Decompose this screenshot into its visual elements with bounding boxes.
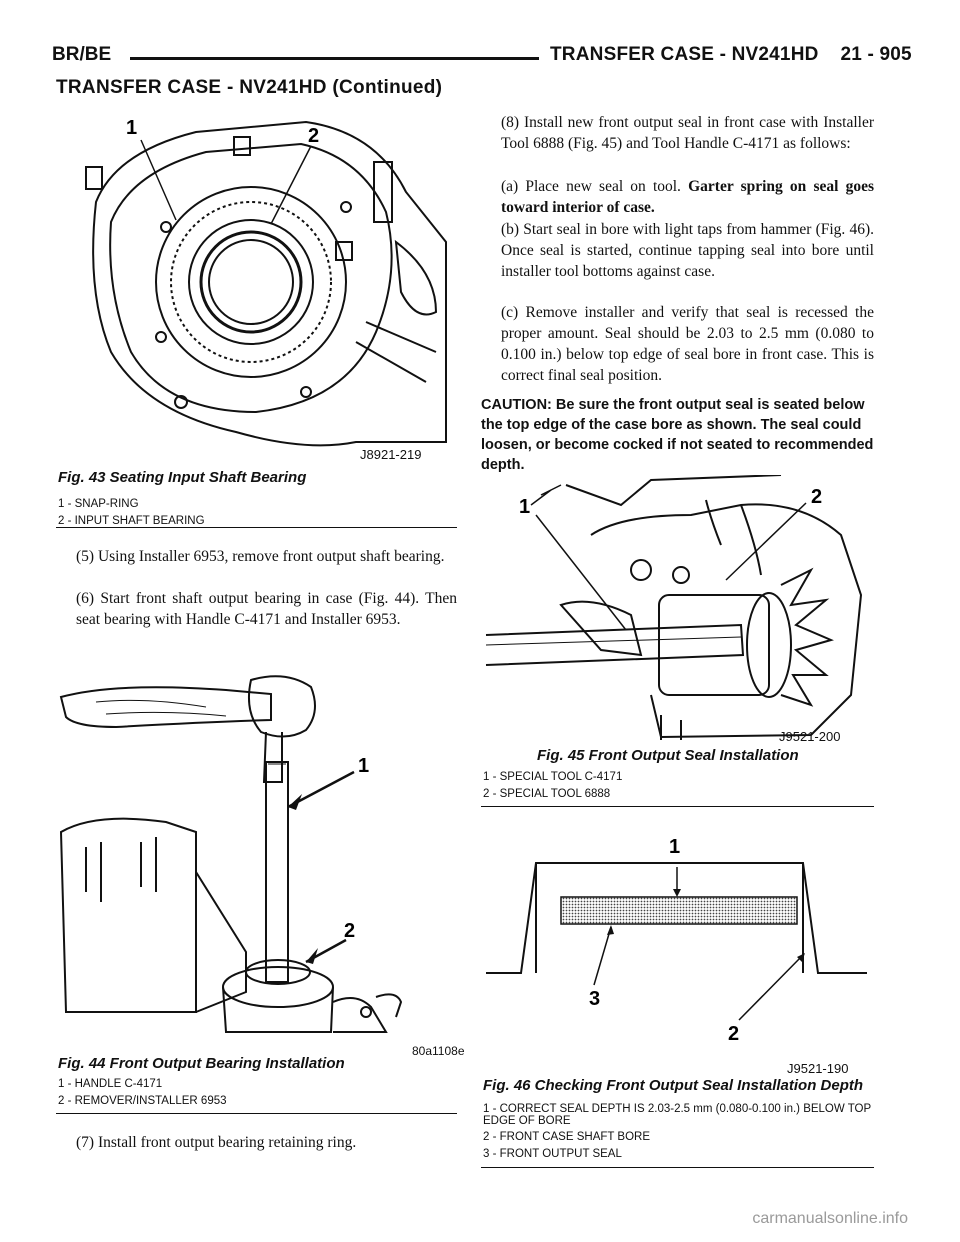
figure-44-illustration: 1 2 xyxy=(59,675,403,1033)
figure-44-legend-item: 2 - REMOVER/INSTALLER 6953 xyxy=(58,1095,227,1107)
figure-46-rule xyxy=(481,1167,874,1168)
figure-43-callout-2: 2 xyxy=(308,125,319,147)
step-8b: (b) Start seal in bore with light taps f… xyxy=(481,219,874,282)
figure-45-code: J9521-200 xyxy=(779,729,841,744)
step-8b-text: (b) Start seal in bore with light taps f… xyxy=(501,221,874,280)
figure-46-caption: Fig. 46 Checking Front Output Seal Insta… xyxy=(483,1077,864,1094)
figure-45-legend: 1 - SPECIAL TOOL C-4171 2 - SPECIAL TOOL… xyxy=(483,770,876,804)
step-8a: (a) Place new seal on tool. Garter sprin… xyxy=(481,176,874,218)
figure-45-caption: Fig. 45 Front Output Seal Installation xyxy=(537,747,799,764)
figure-46-callout-2: 2 xyxy=(728,1023,739,1045)
figure-46-legend-item: 1 - CORRECT SEAL DEPTH IS 2.03-2.5 mm (0… xyxy=(483,1103,871,1127)
figure-43-legend: 1 - SNAP-RING 2 - INPUT SHAFT BEARING xyxy=(58,497,458,531)
figure-45-illustration: 1 2 xyxy=(485,475,863,740)
figure-45-callout-2: 2 xyxy=(811,486,822,508)
figure-45-legend-item: 2 - SPECIAL TOOL 6888 xyxy=(483,788,611,800)
step-7: (7) Install front output bearing retaini… xyxy=(56,1132,457,1153)
step-6-text: (6) Start front shaft output bearing in … xyxy=(76,590,457,628)
step-7-text: (7) Install front output bearing retaini… xyxy=(76,1134,357,1151)
header-section-code: BR/BE xyxy=(52,44,112,65)
figure-43-legend-item: 2 - INPUT SHAFT BEARING xyxy=(58,515,205,527)
caution-note: CAUTION: Be sure the front output seal i… xyxy=(481,397,874,473)
figure-46-legend-item: 2 - FRONT CASE SHAFT BORE xyxy=(483,1131,650,1143)
figure-44-legend: 1 - HANDLE C-4171 2 - REMOVER/INSTALLER … xyxy=(58,1077,458,1111)
figure-46: 1 3 2 J9521-190 Fig. 46 Checking Front O… xyxy=(481,825,874,1170)
figure-43-legend-item: 1 - SNAP-RING xyxy=(58,498,139,510)
figure-44-caption: Fig. 44 Front Output Bearing Installatio… xyxy=(58,1055,345,1072)
figure-43-rule xyxy=(56,527,457,528)
step-8a-text: (a) Place new seal on tool. xyxy=(501,178,689,195)
step-8-text: (8) Install new front output seal in fro… xyxy=(501,114,874,152)
figure-44-callout-1: 1 xyxy=(358,755,369,777)
figure-45-rule xyxy=(481,806,874,807)
figure-46-code: J9521-190 xyxy=(787,1061,849,1076)
step-8a-emphasis: Garter spring on seal goes toward interi… xyxy=(501,178,874,216)
figure-44-rule xyxy=(56,1113,457,1114)
figure-45-legend-item: 1 - SPECIAL TOOL C-4171 xyxy=(483,771,623,783)
step-5-text: (5) Using Installer 6953, remove front o… xyxy=(76,548,445,565)
figure-43-caption: Fig. 43 Seating Input Shaft Bearing xyxy=(58,469,307,486)
figure-43: 1 2 J8921-219 Fig. 43 Seating Input Shaf… xyxy=(56,112,456,532)
figure-44-legend-item: 1 - HANDLE C-4171 xyxy=(58,1078,163,1090)
figure-43-code: J8921-219 xyxy=(360,447,422,462)
step-6: (6) Start front shaft output bearing in … xyxy=(56,588,457,630)
figure-46-callout-1: 1 xyxy=(669,836,680,858)
figure-46-legend-item: 3 - FRONT OUTPUT SEAL xyxy=(483,1148,622,1160)
header-rule xyxy=(130,57,539,60)
figure-46-callout-3: 3 xyxy=(589,988,600,1010)
figure-44-code: 80a1108e xyxy=(412,1044,465,1058)
figure-43-illustration: 1 2 xyxy=(85,117,447,447)
figure-46-legend: 1 - CORRECT SEAL DEPTH IS 2.03-2.5 mm (0… xyxy=(483,1103,876,1164)
step-5: (5) Using Installer 6953, remove front o… xyxy=(56,546,457,567)
step-8c: (c) Remove installer and verify that sea… xyxy=(481,302,874,386)
step-8c-text: (c) Remove installer and verify that sea… xyxy=(501,304,874,384)
figure-45: 1 2 J9521-200 Fig. 45 Front Output Seal … xyxy=(481,475,874,810)
figure-43-callout-1: 1 xyxy=(126,117,137,139)
figure-46-illustration: 1 3 2 xyxy=(486,836,867,1045)
figure-45-callout-1: 1 xyxy=(519,496,530,518)
header-section-title: TRANSFER CASE - NV241HD 21 - 905 xyxy=(550,44,912,65)
step-8: (8) Install new front output seal in fro… xyxy=(481,112,874,154)
figure-44: 1 2 80a1108e Fig. 44 Front Output Bearin… xyxy=(56,672,465,1107)
figure-44-callout-2: 2 xyxy=(344,920,355,942)
footer-watermark: carmanualsonline.info xyxy=(752,1210,908,1227)
continued-title: TRANSFER CASE - NV241HD (Continued) xyxy=(56,77,443,98)
